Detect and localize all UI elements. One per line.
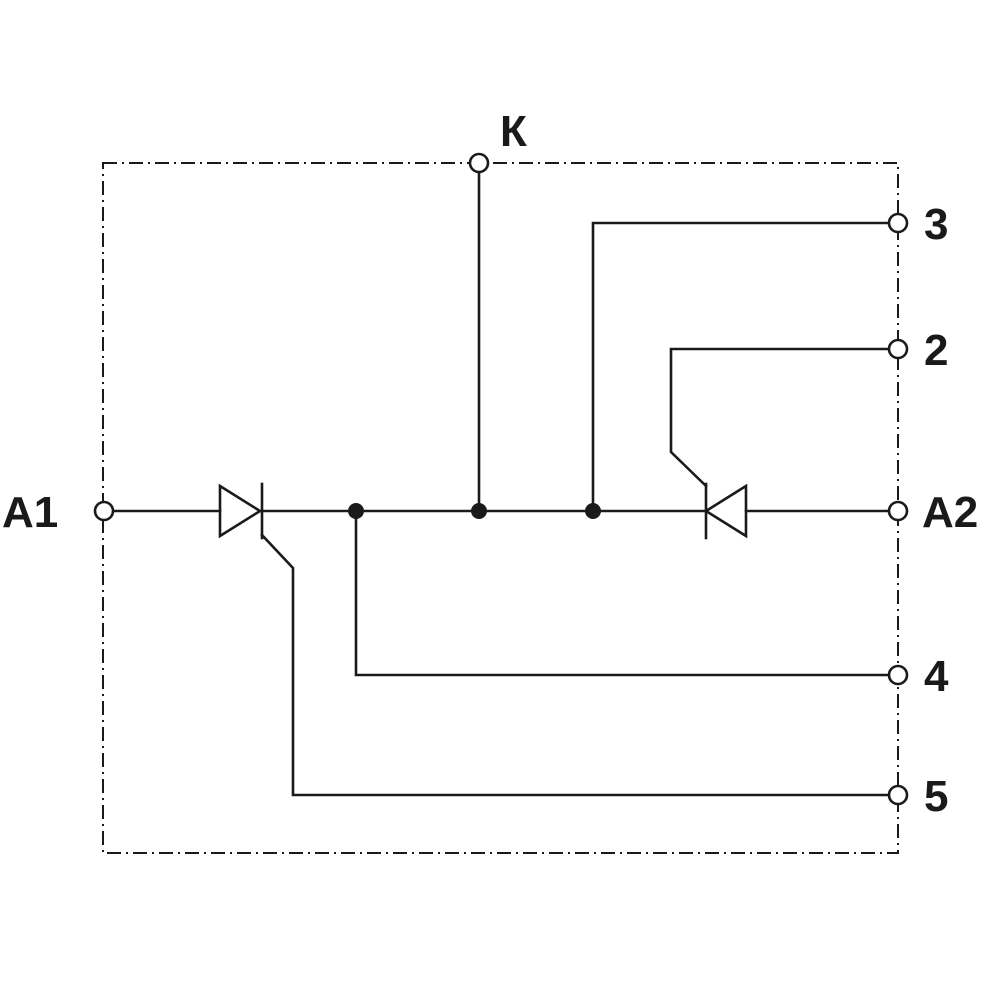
label-a2: A2 xyxy=(922,488,978,537)
junction-dot xyxy=(585,503,601,519)
terminal-5[interactable] xyxy=(887,784,909,806)
thyristor-1 xyxy=(218,482,892,797)
terminal-3[interactable] xyxy=(887,212,909,234)
thyristor-2-triangle xyxy=(703,483,748,539)
wire-terminal-4 xyxy=(354,509,892,677)
thyristor-2 xyxy=(669,347,892,540)
label-terminal-5: 5 xyxy=(924,772,948,821)
thyristor-1-triangle xyxy=(218,483,263,539)
wire-terminal-3 xyxy=(591,221,892,513)
junction-dot xyxy=(348,503,364,519)
thyristor-2-gate-lead xyxy=(669,347,892,488)
label-terminal-4: 4 xyxy=(924,652,949,701)
module-boundary xyxy=(102,162,899,854)
label-terminal-3: 3 xyxy=(924,200,948,249)
terminal-a2[interactable] xyxy=(887,500,909,522)
junction-dot xyxy=(471,503,487,519)
terminal-a1[interactable] xyxy=(93,500,115,522)
terminal-k[interactable] xyxy=(468,152,490,174)
terminal-4[interactable] xyxy=(887,664,909,686)
terminal-2[interactable] xyxy=(887,338,909,360)
thyristor-1-gate-lead xyxy=(260,533,892,797)
label-terminal-2: 2 xyxy=(924,326,948,375)
label-k: К xyxy=(500,107,527,156)
label-a1: A1 xyxy=(2,488,58,537)
